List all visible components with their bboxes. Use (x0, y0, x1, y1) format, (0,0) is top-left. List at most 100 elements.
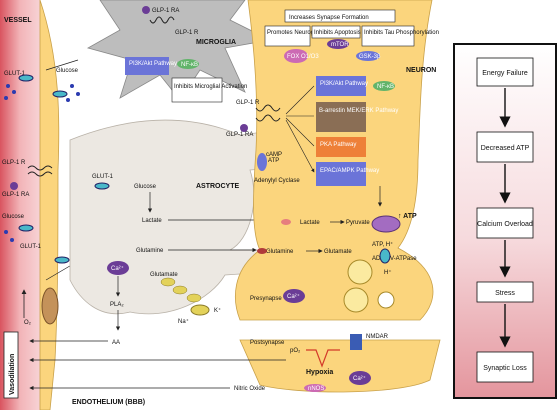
neuron-camp: cAMP (266, 152, 282, 158)
neuron-glutamine: Glutamine (266, 249, 294, 255)
endothelium-label: ENDOTHELIUM (BBB) (72, 399, 145, 406)
astrocyte-lactate: Lactate (142, 218, 162, 224)
neuron-pi3k-box (316, 76, 366, 96)
vessel-glucose-top: Glucose (56, 68, 79, 74)
vessel-glp1ra: GLP-1 RA (2, 192, 29, 198)
microglia-receptor-icon (149, 16, 175, 24)
astrocyte-glutamate: Glutamate (150, 272, 178, 278)
neuron-nfkb-oval (373, 81, 395, 91)
postsynapse-label: Postsynapse (250, 340, 285, 346)
astrocyte-aa: AA (112, 340, 120, 346)
nmdar-icon (350, 334, 362, 350)
neuron-ca-post: Ca²⁺ (353, 375, 366, 382)
flow-step-box (476, 281, 534, 303)
gsk-oval (356, 51, 380, 61)
barrestin-box (316, 102, 366, 132)
neuron-promotes-neurogenesis: Promotes Neurogenesis (267, 30, 331, 36)
epac-box (316, 162, 366, 186)
astrocyte-glut1: GLUT-1 (92, 174, 114, 180)
astrocyte-label: ASTROCYTE (196, 183, 240, 190)
neuron-pka: PKA Pathway (320, 142, 356, 148)
pka-box (316, 137, 366, 157)
astrocyte-pla2: PLA₂ (110, 302, 124, 308)
neuron-inhibits-apoptosis: Inhibits Apoptosis (314, 30, 361, 36)
empty-vesicle-icon (377, 291, 395, 309)
microglia-glp1ra-icon (142, 6, 150, 14)
glutamate-transporter-icon (160, 277, 202, 303)
flow-step-box (476, 351, 534, 383)
astrocyte-glut1-icon (94, 182, 110, 190)
vessel-glut1-bottom: GLUT-1 (20, 244, 42, 250)
increases-synapse-box (284, 9, 396, 23)
astrocyte-ca-icon (107, 261, 129, 275)
flow-step-energy: Energy Failure (482, 70, 528, 77)
neuron-inhibits-tau: Inhibits Tau Phosphorylation (364, 30, 439, 36)
vasodilation-box (3, 331, 19, 399)
flow-step-box (476, 207, 534, 239)
flow-step-box (476, 57, 534, 87)
nak-atpase-icon (190, 304, 210, 316)
neuron-adp-v: ADP (372, 256, 384, 262)
glp1ra-molecule-icon (10, 182, 18, 190)
astrocyte-na: Na⁺ (178, 318, 189, 325)
flow-step-calcium: Calcium Overload (477, 221, 533, 228)
flow-step-synaptic: Synaptic Loss (483, 365, 527, 372)
glut1-transporter-icon (18, 74, 70, 264)
neuron-h: H⁺ (384, 269, 392, 276)
flow-step-box (476, 131, 534, 163)
astrocyte-glucose: Glucose (134, 184, 157, 190)
vessel-glut1-top: GLUT-1 (4, 71, 26, 77)
neuron-nmdar: NMDAR (366, 334, 389, 340)
neuron-po2: pO₂ (290, 348, 301, 354)
vessel-glp1r-icon (27, 165, 53, 177)
neuron-nos: nNOS (308, 386, 324, 392)
neuron-glp1ra-icon (240, 124, 248, 132)
vessel-glucose-bottom: Glucose (2, 214, 25, 220)
neuron-lactate: Lactate (300, 220, 320, 226)
neuron-pi3k: PI3K/Akt Pathway (320, 81, 368, 87)
vessel-label: VESSEL (4, 17, 32, 24)
neuron-vatpase: V-ATPase (390, 256, 417, 262)
pathway-arrows (285, 85, 314, 172)
inhibits-microglial-box (171, 77, 223, 103)
vatpase-icon (379, 248, 391, 264)
promotes-neurogenesis-box (264, 25, 311, 47)
neuron-glp1ra: GLP-1 RA (226, 132, 253, 138)
microglia-glp1ra: GLP-1 RA (152, 8, 179, 14)
neuron-hypoxia: Hypoxia (306, 369, 333, 376)
neuron-gsk: GSK-3β (359, 54, 381, 60)
microglia-nfkb-oval (177, 59, 199, 69)
flow-step-stress: Stress (495, 290, 515, 297)
presynaptic-ca-icon (283, 289, 305, 303)
neuron-atp-up: ↑ ATP (398, 213, 417, 220)
microglia-label: MICROGLIA (196, 39, 236, 46)
neuron-pyruvate: Pyruvate (346, 220, 370, 226)
vessel-glp1r: GLP-1 R (2, 160, 26, 166)
neuron-mtor: mTOR (331, 42, 349, 48)
pericyte-icon (41, 287, 59, 325)
snat-transporter-icon (257, 248, 267, 254)
flow-step-atp: Decreased ATP (481, 145, 530, 152)
neuron-no: Nitric Oxide (234, 386, 266, 392)
synaptic-vesicle-icon (347, 259, 373, 285)
microglia-pi3k: PI3K/Akt Pathway (129, 61, 177, 67)
microglia-inhibits: Inhibits Microglial Activation (174, 84, 247, 90)
astrocyte-ca: Ca²⁺ (111, 265, 124, 272)
vessel-wall (39, 0, 60, 411)
neuron-glp1r: GLP-1 R (236, 100, 260, 106)
neuron-glp1r-icon (255, 104, 281, 122)
postsynaptic-ca-icon (349, 371, 371, 385)
vessel-o2: O₂ (24, 320, 32, 326)
synaptic-vesicle-2-icon (343, 287, 369, 313)
neuron-fox: FOX O1/O3 (287, 54, 319, 60)
neuron-label: NEURON (406, 67, 436, 74)
mct-transporter-icon (281, 219, 291, 225)
flow-steps: Energy Failure Decreased ATP Calcium Ove… (476, 57, 534, 383)
fox-oval (284, 49, 308, 63)
presynapse-label: Presynapse (250, 296, 282, 302)
microglia-pi3k-box (125, 57, 169, 75)
postsynaptic-neuron (239, 339, 441, 393)
microglia-nfkb: NF-κB (181, 62, 198, 68)
